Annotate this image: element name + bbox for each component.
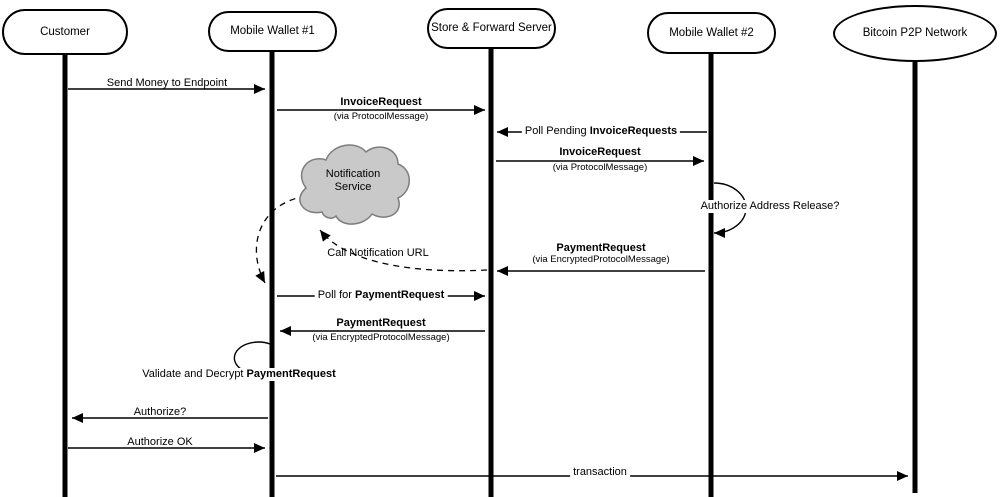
message-call-notification-url: Call Notification URL (327, 247, 429, 259)
actor-mobile-wallet-1: Mobile Wallet #1 (208, 11, 337, 52)
message-validate-decrypt-prefix: Validate and Decrypt (142, 368, 247, 380)
actor-bitcoin-p2p-network: Bitcoin P2P Network (833, 5, 997, 62)
message-payment-request-2-via: (via EncryptedProtocolMessage) (312, 332, 450, 343)
message-invoice-request-2-via: (via ProtocolMessage) (552, 162, 648, 173)
message-payment-request-1-title: PaymentRequest (556, 242, 646, 254)
message-invoice-request-1-title: InvoiceRequest (340, 96, 422, 108)
message-validate-decrypt-bold: PaymentRequest (246, 368, 336, 380)
message-authorize-question: Authorize? (133, 406, 187, 418)
message-poll-for-payment: Poll for PaymentRequest (314, 289, 448, 302)
actor-customer: Customer (2, 9, 128, 55)
message-poll-pending-prefix: Poll Pending (524, 125, 590, 137)
message-poll-pending-bold: InvoiceRequests (589, 125, 678, 137)
message-transaction: transaction (570, 466, 630, 479)
arrow-call-notification-dashed (319, 229, 488, 272)
actor-mobile-wallet-1-label: Mobile Wallet #1 (230, 25, 315, 38)
actor-customer-label: Customer (40, 25, 90, 38)
message-poll-for-payment-bold: PaymentRequest (355, 289, 445, 301)
message-validate-decrypt: Validate and Decrypt PaymentRequest (139, 368, 339, 381)
message-payment-request-2-title: PaymentRequest (336, 317, 426, 329)
notification-cloud-shape (299, 144, 410, 225)
message-authorize-address-release: Authorize Address Release? (697, 200, 843, 213)
message-send-money: Send Money to Endpoint (106, 77, 228, 89)
message-invoice-request-2-title: InvoiceRequest (559, 146, 641, 158)
actor-store-forward-server: Store & Forward Server (427, 8, 556, 49)
message-invoice-request-1-via: (via ProtocolMessage) (333, 111, 429, 122)
message-poll-for-payment-prefix: Poll for (317, 289, 356, 301)
message-poll-pending: Poll Pending InvoiceRequests (521, 125, 681, 138)
message-payment-request-1-via: (via EncryptedProtocolMessage) (532, 254, 670, 265)
actor-mobile-wallet-2: Mobile Wallet #2 (647, 12, 776, 54)
arrow-notification-callback-dashed (255, 195, 307, 284)
actor-bitcoin-p2p-network-label: Bitcoin P2P Network (862, 27, 968, 40)
actor-store-forward-server-label: Store & Forward Server (431, 22, 552, 35)
message-authorize-ok: Authorize OK (127, 436, 193, 448)
notification-cloud-label: Notification Service (325, 168, 381, 193)
actor-mobile-wallet-2-label: Mobile Wallet #2 (669, 26, 754, 39)
